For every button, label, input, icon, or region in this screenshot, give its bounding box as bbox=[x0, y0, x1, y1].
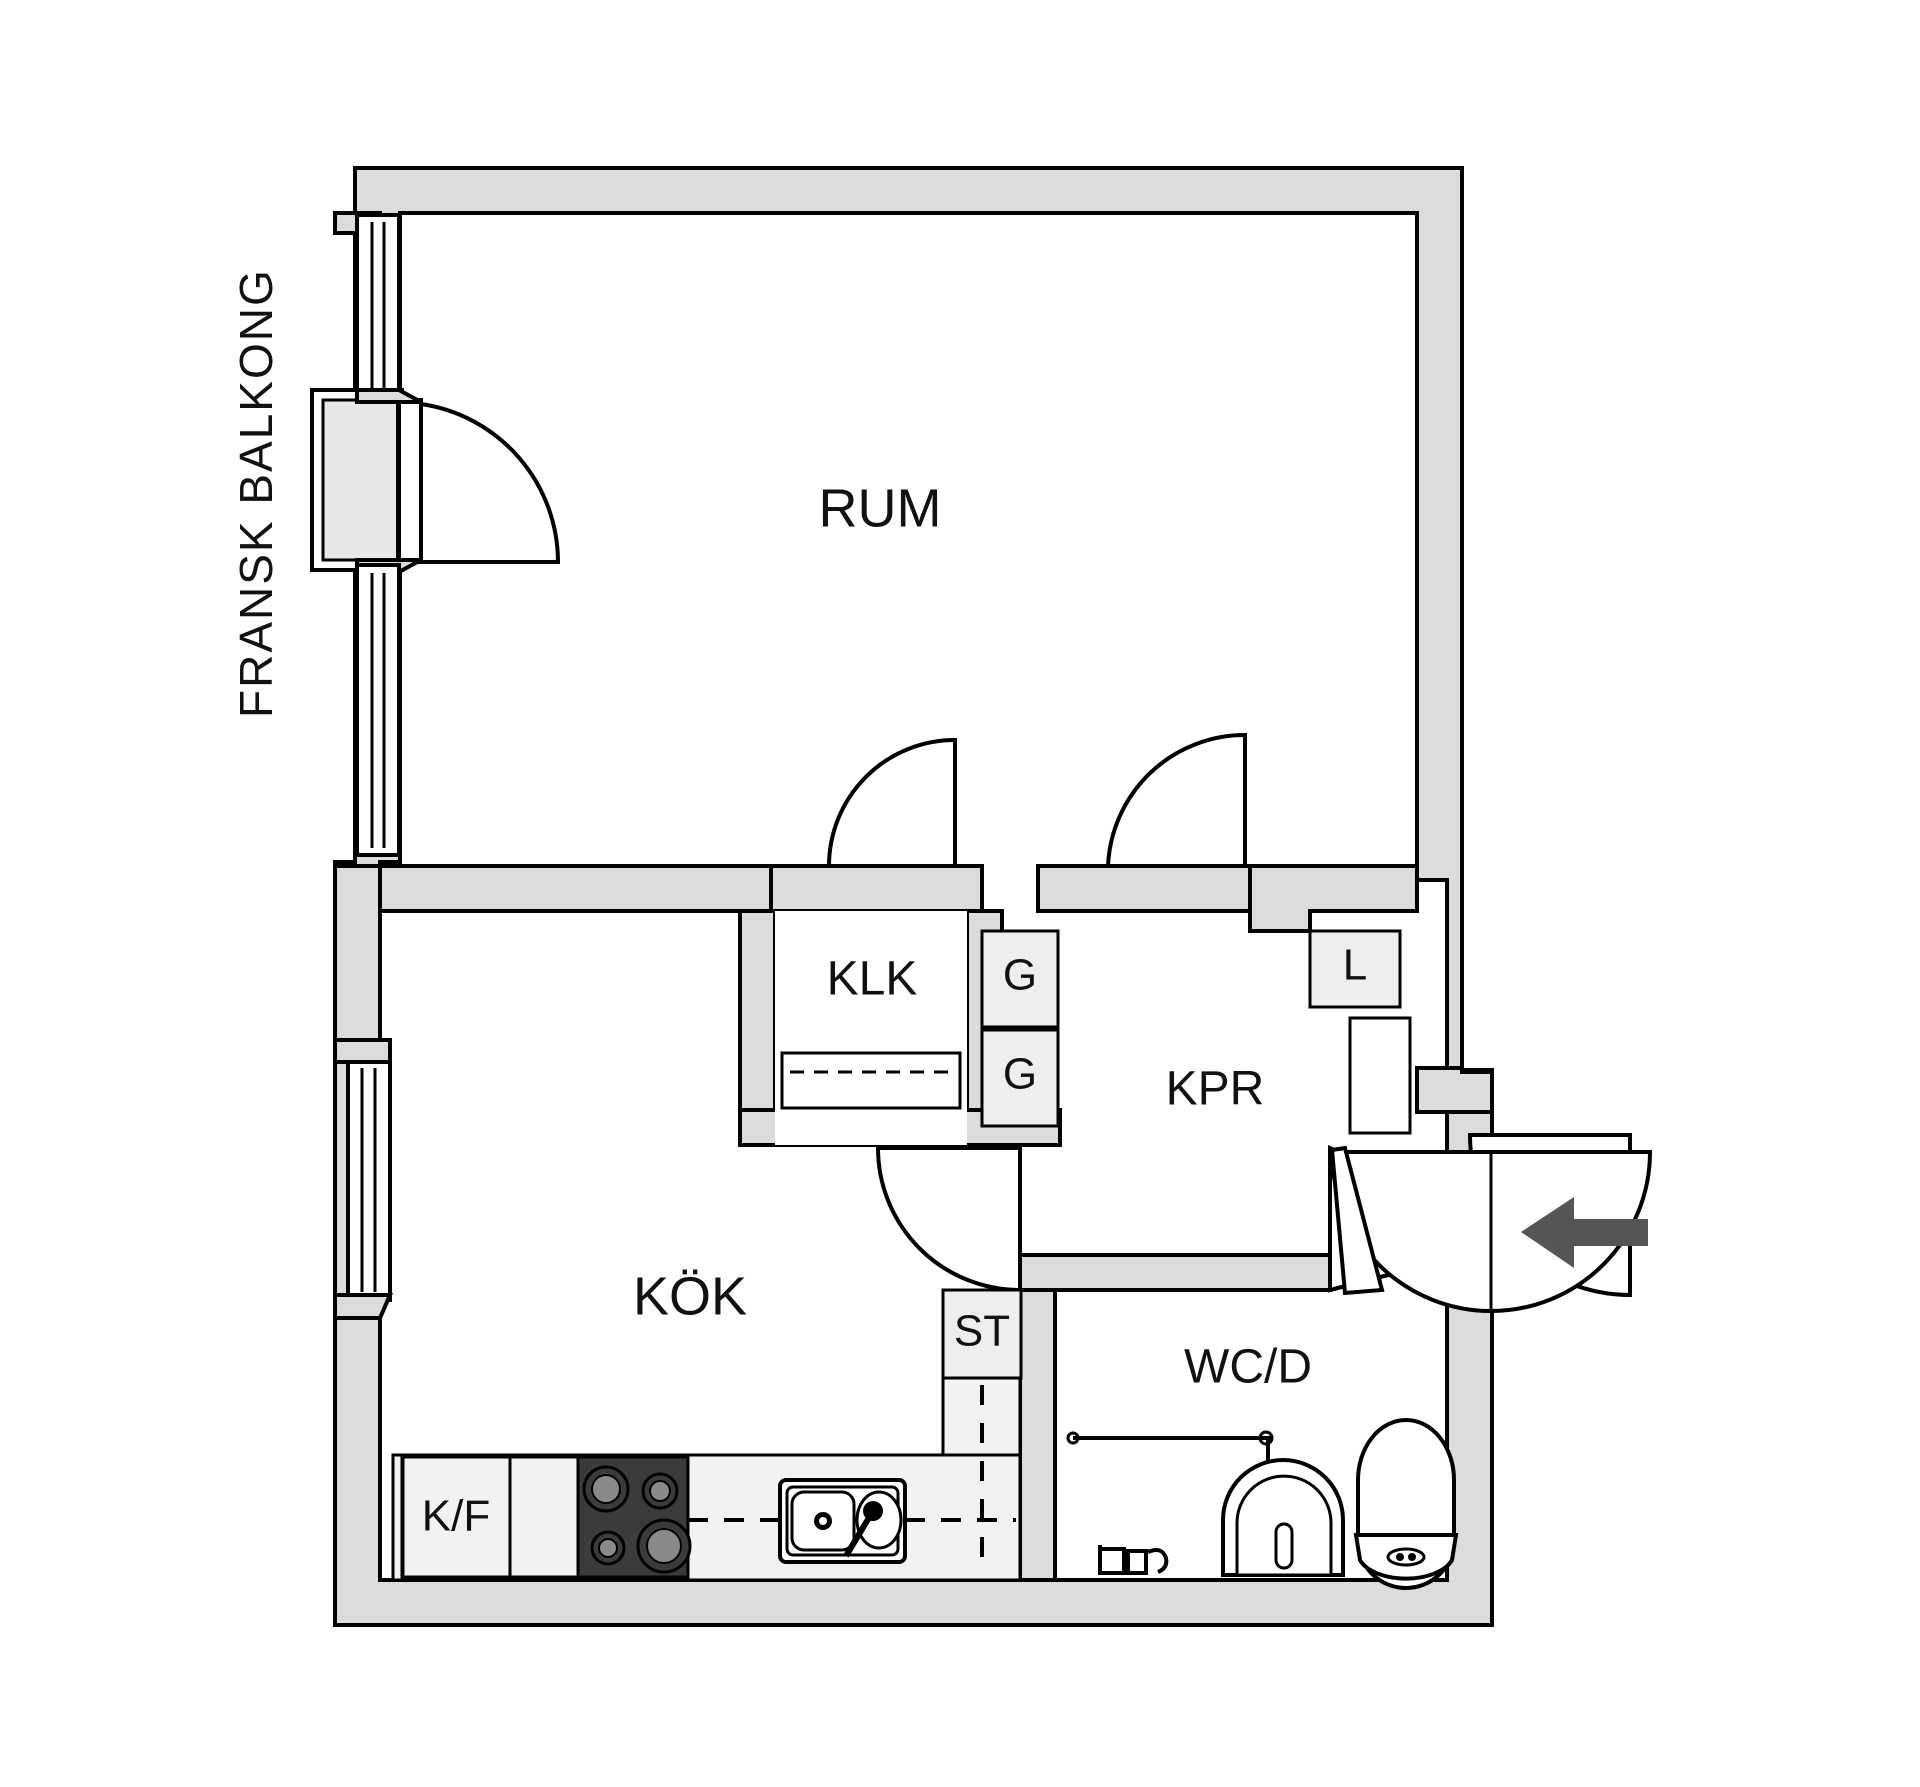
label-klk: KLK bbox=[827, 953, 918, 1006]
stove-cooktop bbox=[576, 1455, 692, 1579]
label-g-upper: G bbox=[1003, 951, 1037, 1000]
balcony-railing bbox=[310, 388, 404, 572]
toilet bbox=[1353, 1418, 1459, 1590]
label-g-lower: G bbox=[1003, 1050, 1037, 1099]
door-klk bbox=[826, 737, 957, 868]
kitchen-window bbox=[333, 1038, 394, 1320]
wall-rum-kitchen-divider bbox=[335, 864, 773, 913]
balcony-label-group: FRANSK BALKONG bbox=[230, 268, 282, 718]
wardrobe-g-lower bbox=[980, 1028, 1060, 1128]
linen-closet-l bbox=[1308, 929, 1402, 1009]
kitchen-sink bbox=[778, 1478, 907, 1564]
balcony-window-upper bbox=[355, 213, 401, 402]
entrance-door bbox=[1329, 1133, 1653, 1313]
kitchen-counter-run bbox=[391, 1376, 1022, 1582]
storage-st bbox=[941, 1288, 1023, 1380]
door-kok-kpr bbox=[875, 1146, 1022, 1293]
balcony-frame-top bbox=[355, 388, 422, 404]
label-rum: RUM bbox=[819, 478, 942, 538]
label-fransk-balkong: FRANSK BALKONG bbox=[230, 268, 282, 718]
washbasin bbox=[1221, 1458, 1345, 1577]
label-kf: K/F bbox=[422, 1492, 490, 1541]
wardrobe-g-upper bbox=[980, 929, 1060, 1029]
wall-structure bbox=[333, 166, 1494, 1627]
door-kpr bbox=[1105, 732, 1247, 868]
wall-wc-top bbox=[1018, 1253, 1332, 1292]
label-l: L bbox=[1343, 941, 1367, 990]
wall-kpr-right-top bbox=[1248, 864, 1419, 933]
closet-boxes bbox=[775, 911, 1412, 1380]
floor-drain bbox=[1098, 1545, 1169, 1575]
klk-shelf bbox=[780, 1051, 962, 1110]
balcony-door-swing bbox=[396, 398, 561, 564]
label-st: ST bbox=[954, 1307, 1010, 1356]
fridge-freezer-unit bbox=[400, 1455, 512, 1579]
closet-below-l bbox=[1348, 1016, 1412, 1135]
entrance-direction-arrow-icon bbox=[1521, 1197, 1648, 1268]
wall-kok-klk-vertical bbox=[738, 909, 777, 1142]
klk-room bbox=[775, 911, 967, 1145]
counter-leg-to-st bbox=[941, 1376, 1022, 1457]
wall-entrance-jog bbox=[1415, 1066, 1494, 1114]
french-balcony-assembly bbox=[310, 213, 561, 857]
bathroom-fixtures bbox=[1066, 1418, 1459, 1590]
exterior-walls bbox=[333, 166, 1494, 1627]
wall-rum-kpr-top bbox=[1036, 864, 1267, 933]
base-cabinet bbox=[508, 1455, 580, 1579]
balcony-window-lower bbox=[355, 563, 401, 857]
label-wcd: WC/D bbox=[1184, 1341, 1312, 1394]
label-kpr: KPR bbox=[1166, 1063, 1265, 1116]
label-kok: KÖK bbox=[633, 1266, 747, 1326]
room-labels: RUM KÖK KPR WC/D KLK ST G G L K/F bbox=[422, 478, 1367, 1540]
wall-kok-wc-vertical bbox=[1018, 1253, 1057, 1582]
